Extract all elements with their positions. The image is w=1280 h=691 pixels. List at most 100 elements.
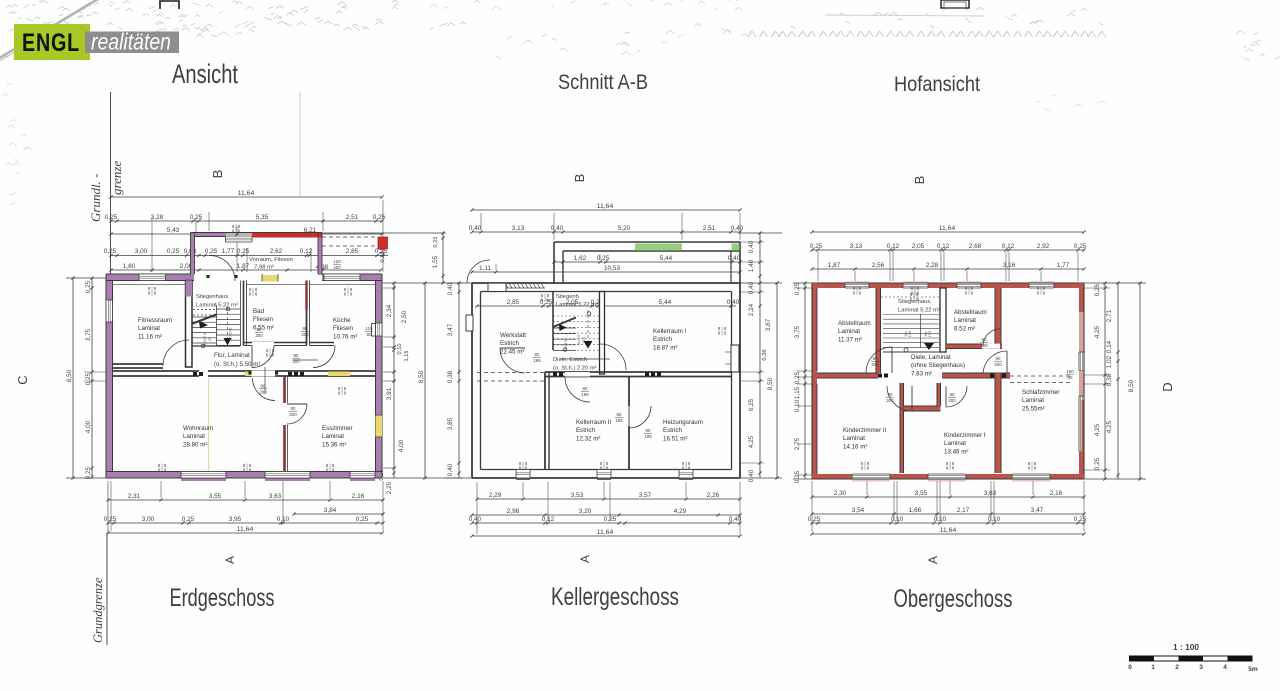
svg-text:Stiegenhaus.: Stiegenhaus. [898,299,932,305]
svg-text:4,25: 4,25 [1106,420,1113,433]
svg-text:Heizungsraum: Heizungsraum [663,419,703,426]
svg-text:80: 80 [257,327,262,332]
svg-text:8: 8 [916,297,919,302]
svg-text:0,40: 0,40 [728,255,741,262]
svg-text:200: 200 [886,398,894,403]
svg-text:8: 8 [917,291,920,296]
svg-text:8: 8 [238,229,241,234]
svg-text:11,64: 11,64 [597,203,614,210]
svg-text:Laminat 5.22 m²: Laminat 5.22 m² [556,302,598,308]
svg-text:8,50: 8,50 [66,369,73,382]
svg-text:8: 8 [547,293,550,298]
svg-text:90: 90 [996,356,1001,361]
svg-text:B: B [572,174,587,183]
svg-text:90: 90 [950,392,955,397]
svg-text:7.83 m²: 7.83 m² [911,370,932,377]
svg-text:0: 0 [1128,664,1132,671]
svg-text:120: 120 [333,259,341,264]
svg-text:8: 8 [946,466,949,471]
svg-text:2,05: 2,05 [566,299,579,306]
svg-text:0,25: 0,25 [1074,243,1087,250]
svg-text:17,6: 17,6 [928,331,932,338]
svg-text:8: 8 [965,286,968,291]
svg-text:8: 8 [853,286,856,291]
svg-text:8: 8 [232,229,235,234]
svg-text:ENGL: ENGL [22,29,80,57]
svg-text:8: 8 [911,286,914,291]
svg-text:195: 195 [533,358,541,363]
svg-text:4,29: 4,29 [674,508,687,515]
svg-text:8: 8 [332,468,335,473]
svg-text:11.37 m²: 11.37 m² [838,336,862,343]
svg-text:8: 8 [154,286,157,291]
svg-text:15.36 m²: 15.36 m² [322,441,346,448]
svg-text:8: 8 [859,291,862,296]
svg-text:Fitnessraum: Fitnessraum [138,317,172,324]
svg-text:Bad: Bad [253,308,265,315]
svg-text:11,64: 11,64 [238,190,255,197]
svg-text:8: 8 [1043,291,1046,296]
svg-text:Laminat 5.22 m²: Laminat 5.22 m² [196,303,238,309]
svg-text:0,25: 0,25 [85,372,92,385]
svg-text:0,25: 0,25 [356,516,369,523]
svg-text:Küche: Küche [333,317,351,324]
svg-text:0,25: 0,25 [205,248,218,255]
svg-text:0,38: 0,38 [762,349,768,360]
svg-text:200: 200 [255,333,263,338]
svg-text:11,64: 11,64 [940,527,957,534]
svg-text:80: 80 [294,353,299,358]
svg-text:Wohnraum: Wohnraum [183,425,213,432]
svg-text:8: 8 [910,292,913,297]
svg-text:A: A [926,556,940,564]
svg-text:8: 8 [344,391,347,396]
svg-text:12.32 m²: 12.32 m² [576,435,600,442]
svg-text:Kinderzimmer I: Kinderzimmer I [944,432,986,439]
svg-text:Hofansicht: Hofansicht [894,73,980,96]
svg-text:Laminat: Laminat [1022,397,1044,404]
svg-text:2,85: 2,85 [346,248,359,255]
svg-text:Schlafzimmer: Schlafzimmer [1022,389,1059,396]
svg-text:0,38: 0,38 [1106,373,1113,386]
svg-text:3,63: 3,63 [984,490,997,497]
svg-text:4,25: 4,25 [1094,423,1101,436]
svg-text:Kinderzimmer II: Kinderzimmer II [843,427,887,434]
svg-text:8: 8 [541,293,544,298]
svg-text:(ohne Stiegenhaus): (ohne Stiegenhaus) [911,362,965,369]
svg-text:3,00: 3,00 [135,248,148,255]
svg-text:5,35: 5,35 [256,214,269,221]
svg-text:Laminat: Laminat [944,440,966,447]
svg-text:0,25: 0,25 [190,214,203,221]
svg-text:3,75: 3,75 [85,328,92,341]
svg-text:3,53: 3,53 [571,492,584,499]
svg-text:8: 8 [332,463,335,468]
svg-text:2,24: 2,24 [748,303,755,316]
svg-text:Laminat 5.22 m²: Laminat 5.22 m² [898,308,940,314]
svg-text:8: 8 [519,461,522,466]
svg-text:0,25: 0,25 [237,248,250,255]
svg-text:Schnitt A-B: Schnitt A-B [558,71,648,94]
svg-text:200: 200 [289,412,297,417]
svg-text:8: 8 [1028,466,1031,471]
svg-text:0,10: 0,10 [397,344,403,355]
svg-text:3,20: 3,20 [579,508,592,515]
svg-text:0,12: 0,12 [937,243,950,250]
svg-text:8: 8 [255,292,258,297]
svg-text:80: 80 [1068,375,1073,380]
svg-text:14.16 m²: 14.16 m² [843,443,867,450]
svg-text:2,17: 2,17 [957,507,970,514]
svg-text:Kellerraum II: Kellerraum II [576,419,611,426]
svg-text:B: B [210,170,225,179]
svg-text:2: 2 [1175,664,1179,671]
svg-text:3,95: 3,95 [229,516,242,523]
svg-text:8: 8 [1043,286,1046,291]
svg-text:17x17,6: 17x17,6 [229,328,233,341]
svg-text:0,38: 0,38 [447,370,454,383]
svg-text:9x17,5: 9x17,5 [564,340,568,350]
svg-text:8: 8 [232,224,235,229]
svg-text:8: 8 [338,386,341,391]
svg-text:Estrich: Estrich [576,427,595,434]
svg-text:8: 8 [338,391,341,396]
svg-text:1,80: 1,80 [123,263,136,270]
svg-text:8: 8 [867,466,870,471]
svg-text:200: 200 [948,398,956,403]
